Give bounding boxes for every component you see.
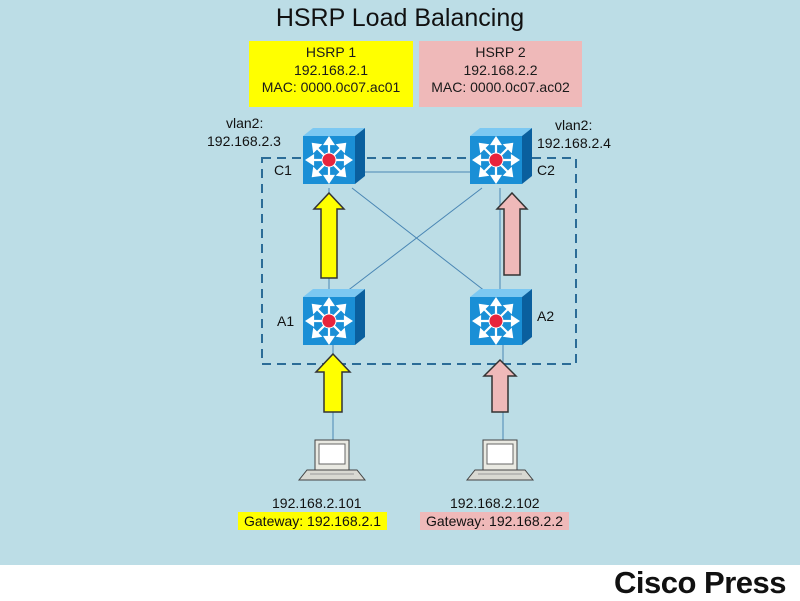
hsrp2-ip: 192.168.2.2 [463, 61, 538, 78]
topology-svg [261, 126, 577, 481]
c1-vlan-label: vlan2: [226, 115, 264, 131]
a2-name-label: A2 [537, 308, 555, 324]
traffic-arrow-pc2-a2 [482, 358, 518, 413]
brand-logo: Cisco Press [614, 565, 787, 600]
c1-name-label: C1 [274, 162, 292, 178]
pc2-gateway-label: Gateway: 192.168.2.2 [420, 512, 569, 530]
pc1-gateway-label: Gateway: 192.168.2.1 [238, 512, 387, 530]
traffic-arrow-a2-c2 [495, 191, 529, 276]
diagram-slide: HSRP Load Balancing HSRP 1 192.168.2.1 M… [0, 0, 800, 565]
traffic-arrow-a1-c1 [312, 191, 346, 279]
a1-name-label: A1 [277, 313, 295, 329]
hsrp2-name: HSRP 2 [475, 44, 526, 60]
hsrp2-box: HSRP 2 192.168.2.2 MAC: 0000.0c07.ac02 [419, 41, 582, 107]
vlan-boundary [261, 157, 577, 365]
pc2-icon [466, 439, 534, 481]
switch-c2-icon [468, 126, 534, 186]
c1-ip-label: 192.168.2.3 [207, 133, 281, 149]
hsrp1-name: HSRP 1 [305, 44, 357, 60]
switch-a2-icon [468, 287, 534, 347]
c2-name-label: C2 [537, 162, 555, 178]
switch-a1-icon [301, 287, 367, 347]
hsrp1-mac: MAC: 0000.0c07.ac01 [261, 79, 401, 95]
switch-c1-icon [301, 126, 367, 186]
pc1-icon [298, 439, 366, 481]
traffic-arrow-pc1-a1 [314, 352, 352, 413]
c2-vlan-label: vlan2: [555, 117, 593, 133]
diagram-title: HSRP Load Balancing [275, 4, 525, 32]
hsrp1-box: HSRP 1 192.168.2.1 MAC: 0000.0c07.ac01 [249, 41, 413, 107]
hsrp1-ip: 192.168.2.1 [294, 61, 368, 78]
pc2-ip-label: 192.168.2.102 [450, 495, 540, 511]
pc1-ip-label: 192.168.2.101 [272, 495, 362, 511]
c2-ip-label: 192.168.2.4 [537, 135, 611, 151]
footer: Cisco Press [0, 565, 800, 600]
hsrp2-mac: MAC: 0000.0c07.ac02 [431, 79, 570, 95]
